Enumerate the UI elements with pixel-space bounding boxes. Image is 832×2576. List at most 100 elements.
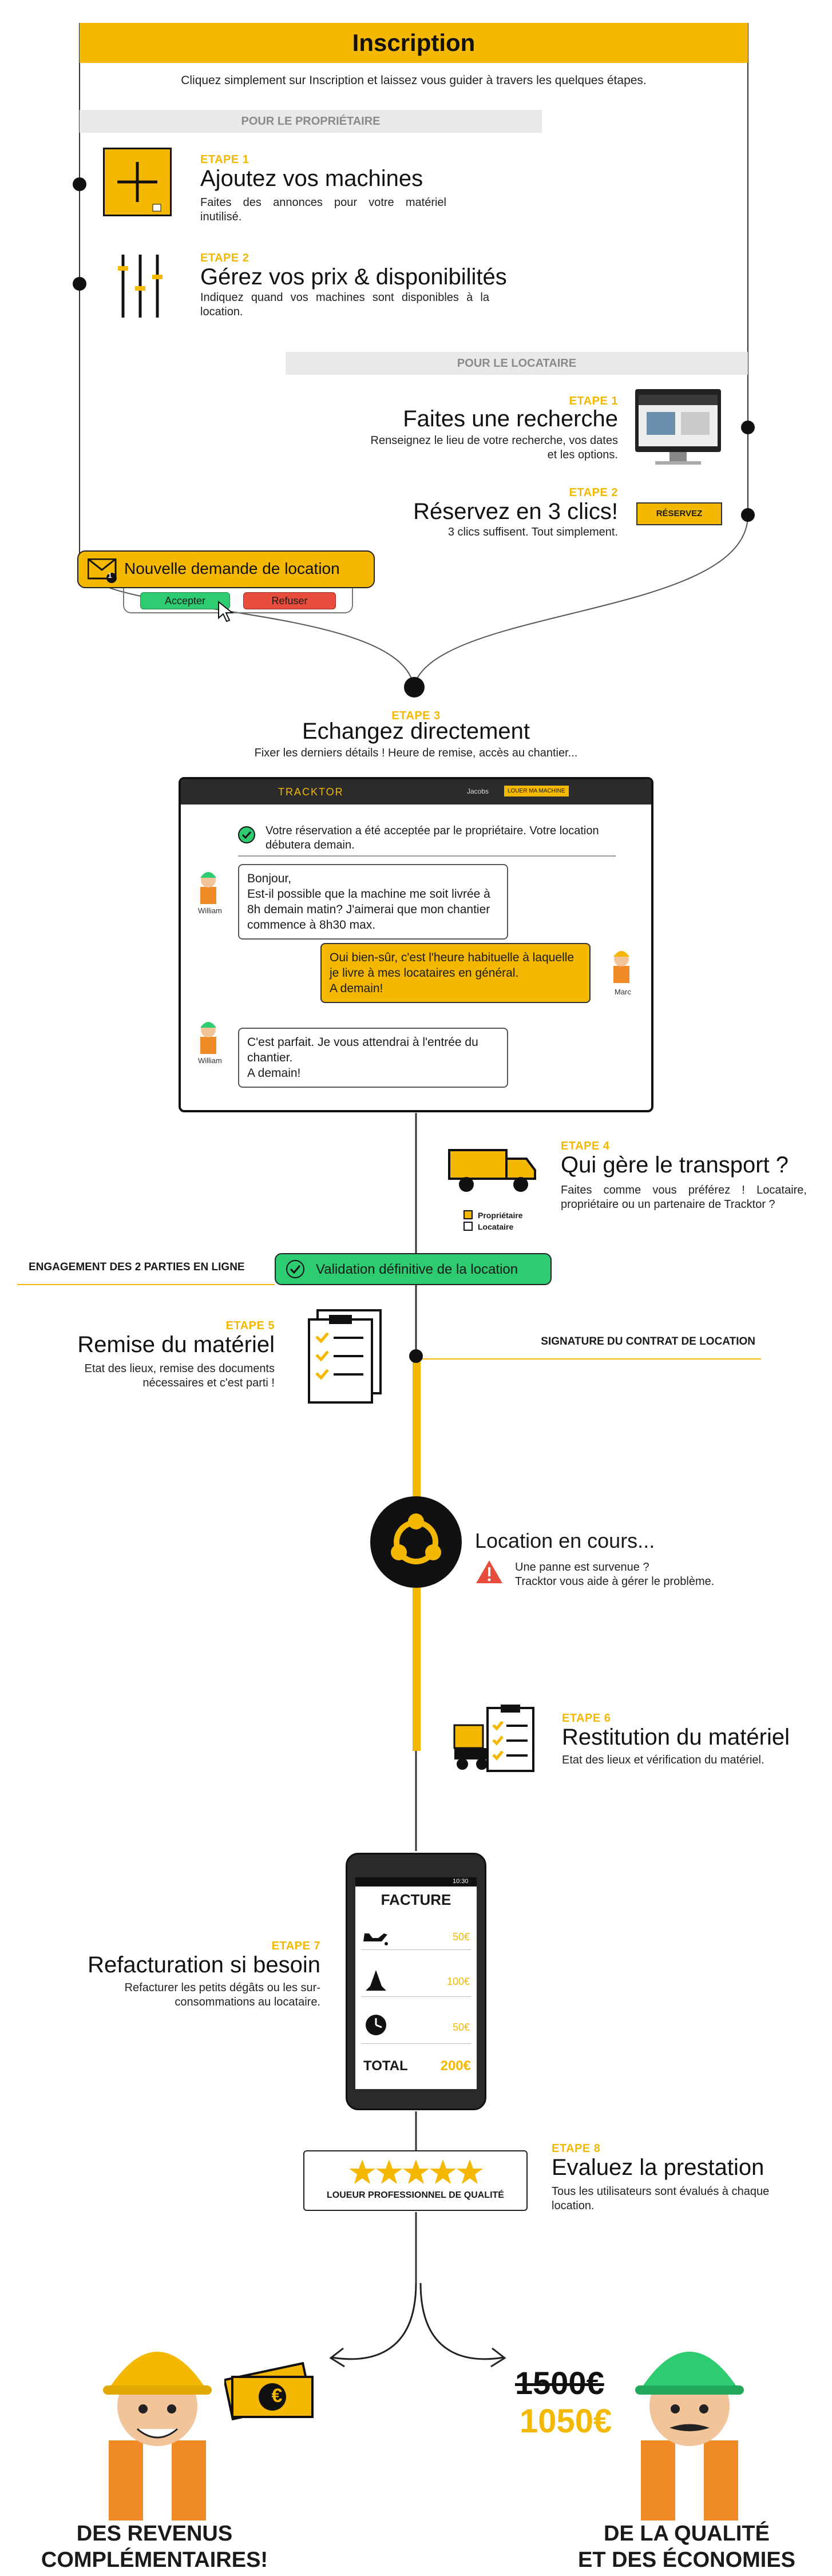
checkbox-owner[interactable] (463, 1210, 473, 1219)
phone-time: 10:30 (453, 1878, 469, 1885)
timeline-dot (741, 421, 755, 434)
check-icon (286, 1260, 304, 1278)
mail-icon (87, 558, 117, 583)
invoice-line: 100€ (446, 1976, 470, 1987)
step3-title: Echangez directement (302, 719, 530, 744)
invoice-divider (361, 1949, 471, 1950)
invoice-divider (361, 1996, 471, 1997)
avatar-name: William (198, 1056, 222, 1065)
renter-section-label: POUR LE LOCATAIRE (286, 352, 748, 375)
owner-step2-tag: ETAPE 2 (200, 252, 249, 264)
validation-badge: Validation définitive de la location (275, 1253, 552, 1285)
renter-step2-title: Réservez en 3 clics! (413, 499, 618, 524)
validation-text: Validation définitive de la location (316, 1262, 518, 1277)
chat-message: C'est parfait. Je vous attendrai à l'ent… (238, 1028, 508, 1088)
step8-title: Evaluez la prestation (552, 2155, 764, 2180)
timeline-dot (73, 277, 86, 291)
computer-screen-icon (635, 389, 721, 469)
step7-tag: ETAPE 7 (271, 1940, 320, 1952)
new-price: 1050€ (520, 2403, 612, 2440)
phone-invoice: 10:30 FACTURE 50€ 100€ 50€ TOTAL 200€ (346, 1853, 486, 2110)
renter-step1-tag: ETAPE 1 (569, 395, 618, 407)
avatar-name: William (198, 906, 222, 915)
chat-message: Bonjour, Est-il possible que la machine … (238, 864, 508, 940)
step6-title: Restitution du matériel (562, 1725, 790, 1750)
phone-screen: 10:30 FACTURE 50€ 100€ 50€ TOTAL 200€ (355, 1877, 477, 2089)
avatar-william (196, 866, 221, 906)
checkbox-owner-label: Propriétaire (478, 1211, 523, 1220)
sliders-icon (114, 252, 166, 320)
renter-step1-text: Renseignez le lieu de votre recherche, v… (370, 434, 618, 461)
notification-badge: 1 (108, 571, 112, 580)
damage-icon (365, 1969, 387, 1992)
renter-step2-text: 3 clics suffisent. Tout simplement. (447, 526, 618, 538)
ongoing-title: Location en cours... (475, 1529, 655, 1552)
divider (238, 855, 616, 857)
checkbox-renter[interactable] (463, 1222, 473, 1231)
owner-step2-title: Gérez vos prix & disponibilités (200, 264, 507, 290)
step4-tag: ETAPE 4 (561, 1140, 610, 1152)
signature-label: SIGNATURE DU CONTRAT DE LOCATION (541, 1335, 755, 1348)
notification-banner[interactable]: 1 Nouvelle demande de location (77, 550, 375, 588)
check-icon (238, 826, 255, 843)
step6-text: Etat des lieux et vérification du matéri… (562, 1754, 764, 1766)
clipboard-icon (300, 1309, 392, 1406)
step5-tag: ETAPE 5 (225, 1319, 275, 1332)
outcome-left-title: DES REVENUS COMPLÉMENTAIRES! (41, 2522, 268, 2572)
engagement-label: ENGAGEMENT DES 2 PARTIES EN LIGNE (29, 1261, 245, 1273)
warning-icon (475, 1559, 504, 1584)
old-price: 1500€ (515, 2365, 604, 2401)
rating-card: LOUEUR PROFESSIONNEL DE QUALITÉ (303, 2150, 528, 2211)
cursor-icon (217, 600, 235, 624)
outcome-right-title: DE LA QUALITÉ ET DES ÉCONOMIES (577, 2522, 796, 2572)
chat-navbar: TRACKTOR Jacobs LOUER MA MACHINE (181, 779, 651, 804)
checkbox-renter-label: Locataire (478, 1222, 514, 1231)
add-machine-icon (103, 148, 172, 216)
owner-step1-title: Ajoutez vos machines (200, 166, 423, 191)
timeline-dot (73, 177, 86, 191)
step8-tag: ETAPE 8 (552, 2142, 601, 2155)
renter-step2-tag: ETAPE 2 (569, 486, 618, 499)
notification-title: Nouvelle demande de location (124, 560, 340, 577)
chat-message: Oui bien-sûr, c'est l'heure habituelle à… (320, 943, 591, 1003)
owner-step1-tag: ETAPE 1 (200, 153, 249, 166)
step5-title: Remise du matériel (77, 1332, 275, 1357)
return-icon (452, 1702, 544, 1777)
timeline-dot (409, 1349, 423, 1363)
money-icon (223, 2357, 316, 2421)
avatar-name: Marc (615, 988, 631, 996)
worker-owner-avatar (97, 2326, 217, 2520)
chat-window: TRACKTOR Jacobs LOUER MA MACHINE Votre r… (179, 777, 653, 1112)
confirmation-message: Votre réservation a été acceptée par le … (266, 825, 599, 851)
timeline-dot (404, 677, 425, 697)
step8-text: Tous les utilisateurs sont évalués à cha… (552, 2185, 770, 2212)
euro-symbol: € (271, 2385, 283, 2407)
invoice-title: FACTURE (381, 1891, 451, 1908)
step5-text: Etat des lieux, remise des documents néc… (84, 1362, 275, 1389)
header-banner: Inscription (80, 23, 748, 63)
oil-can-icon (361, 1927, 390, 1947)
reserve-button[interactable]: RÉSERVEZ (636, 502, 722, 525)
rating-label: LOUEUR PROFESSIONNEL DE QUALITÉ (327, 2190, 504, 2200)
avatar-william (196, 1016, 221, 1056)
intro-text: Cliquez simplement sur Inscription et la… (181, 74, 647, 87)
step4-title: Qui gère le transport ? (561, 1152, 789, 1178)
refuse-button[interactable]: Refuser (243, 592, 336, 609)
ongoing-icon (370, 1496, 462, 1588)
brand-logo: TRACKTOR (278, 786, 344, 798)
phone-statusbar (355, 1877, 477, 1887)
invoice-total: 200€ (440, 2058, 471, 2074)
owner-step2-text: Indiquez quand vos machines sont disponi… (200, 291, 489, 318)
clock-icon (365, 2014, 387, 2036)
truck-icon (443, 1142, 541, 1204)
nav-user[interactable]: Jacobs (467, 787, 489, 795)
step4-text: Faites comme vous préférez ! Locataire, … (561, 1184, 807, 1211)
step7-text: Refacturer les petits dégâts ou les sur-… (124, 1981, 320, 2008)
avatar-marc (609, 945, 634, 985)
accept-button[interactable]: Accepter (140, 592, 230, 609)
star-rating (349, 2159, 483, 2184)
invoice-line: 50€ (452, 1931, 470, 1943)
page-title: Inscription (352, 29, 476, 56)
nav-rent-button[interactable]: LOUER MA MACHINE (504, 786, 569, 796)
